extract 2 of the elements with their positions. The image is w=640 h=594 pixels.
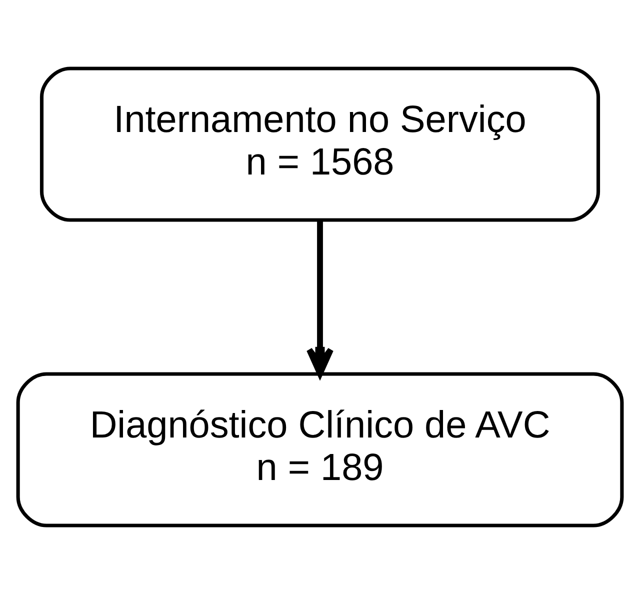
node-box: Internamento no Serviço n = 1568	[40, 66, 600, 222]
node-box: Diagnóstico Clínico de AVC n = 189	[16, 372, 624, 528]
